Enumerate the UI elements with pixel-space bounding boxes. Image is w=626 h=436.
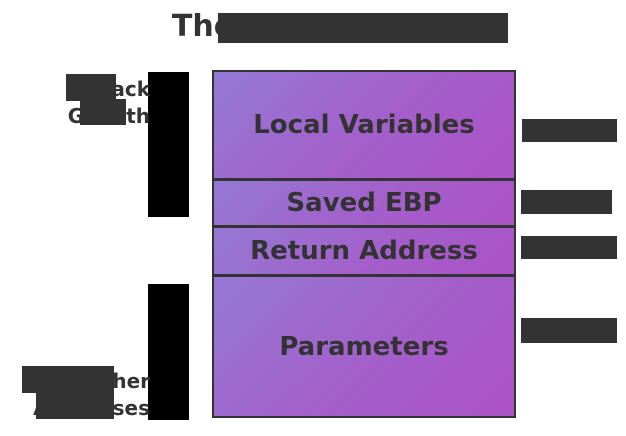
title-redaction-bar xyxy=(218,13,508,43)
annotation-saved-ebp-redaction-bar xyxy=(521,190,612,214)
annotation-return-address-redaction-bar xyxy=(521,236,617,259)
addresses-arrow-down-icon xyxy=(148,284,189,420)
stack-growth-label-line2: Growth xyxy=(0,103,150,130)
annotation-local-variables-redaction-bar xyxy=(522,119,617,142)
stack-row-label: Parameters xyxy=(279,331,449,362)
stack-row-parameters[interactable]: Parameters xyxy=(212,275,516,418)
addresses-redaction-bar-2 xyxy=(36,392,114,419)
stack-growth-redaction-bar-1 xyxy=(66,74,116,101)
stack-growth-arrow-up-icon xyxy=(148,72,189,217)
stack-row-return-address[interactable]: Return Address xyxy=(212,226,516,276)
stack-growth-redaction-bar-2 xyxy=(80,99,126,125)
addresses-redaction-bar-1 xyxy=(22,366,114,393)
annotation-parameters-redaction-bar xyxy=(521,318,617,343)
stack-row-saved-ebp[interactable]: Saved EBP xyxy=(212,179,516,227)
stack-row-local-variables[interactable]: Local Variables xyxy=(212,70,516,180)
stack-row-label: Saved EBP xyxy=(286,188,442,218)
stack-frame-diagram: Local Variables Saved EBP Return Address… xyxy=(212,70,516,418)
stack-row-label: Return Address xyxy=(250,236,478,266)
stack-row-label: Local Variables xyxy=(253,110,475,140)
